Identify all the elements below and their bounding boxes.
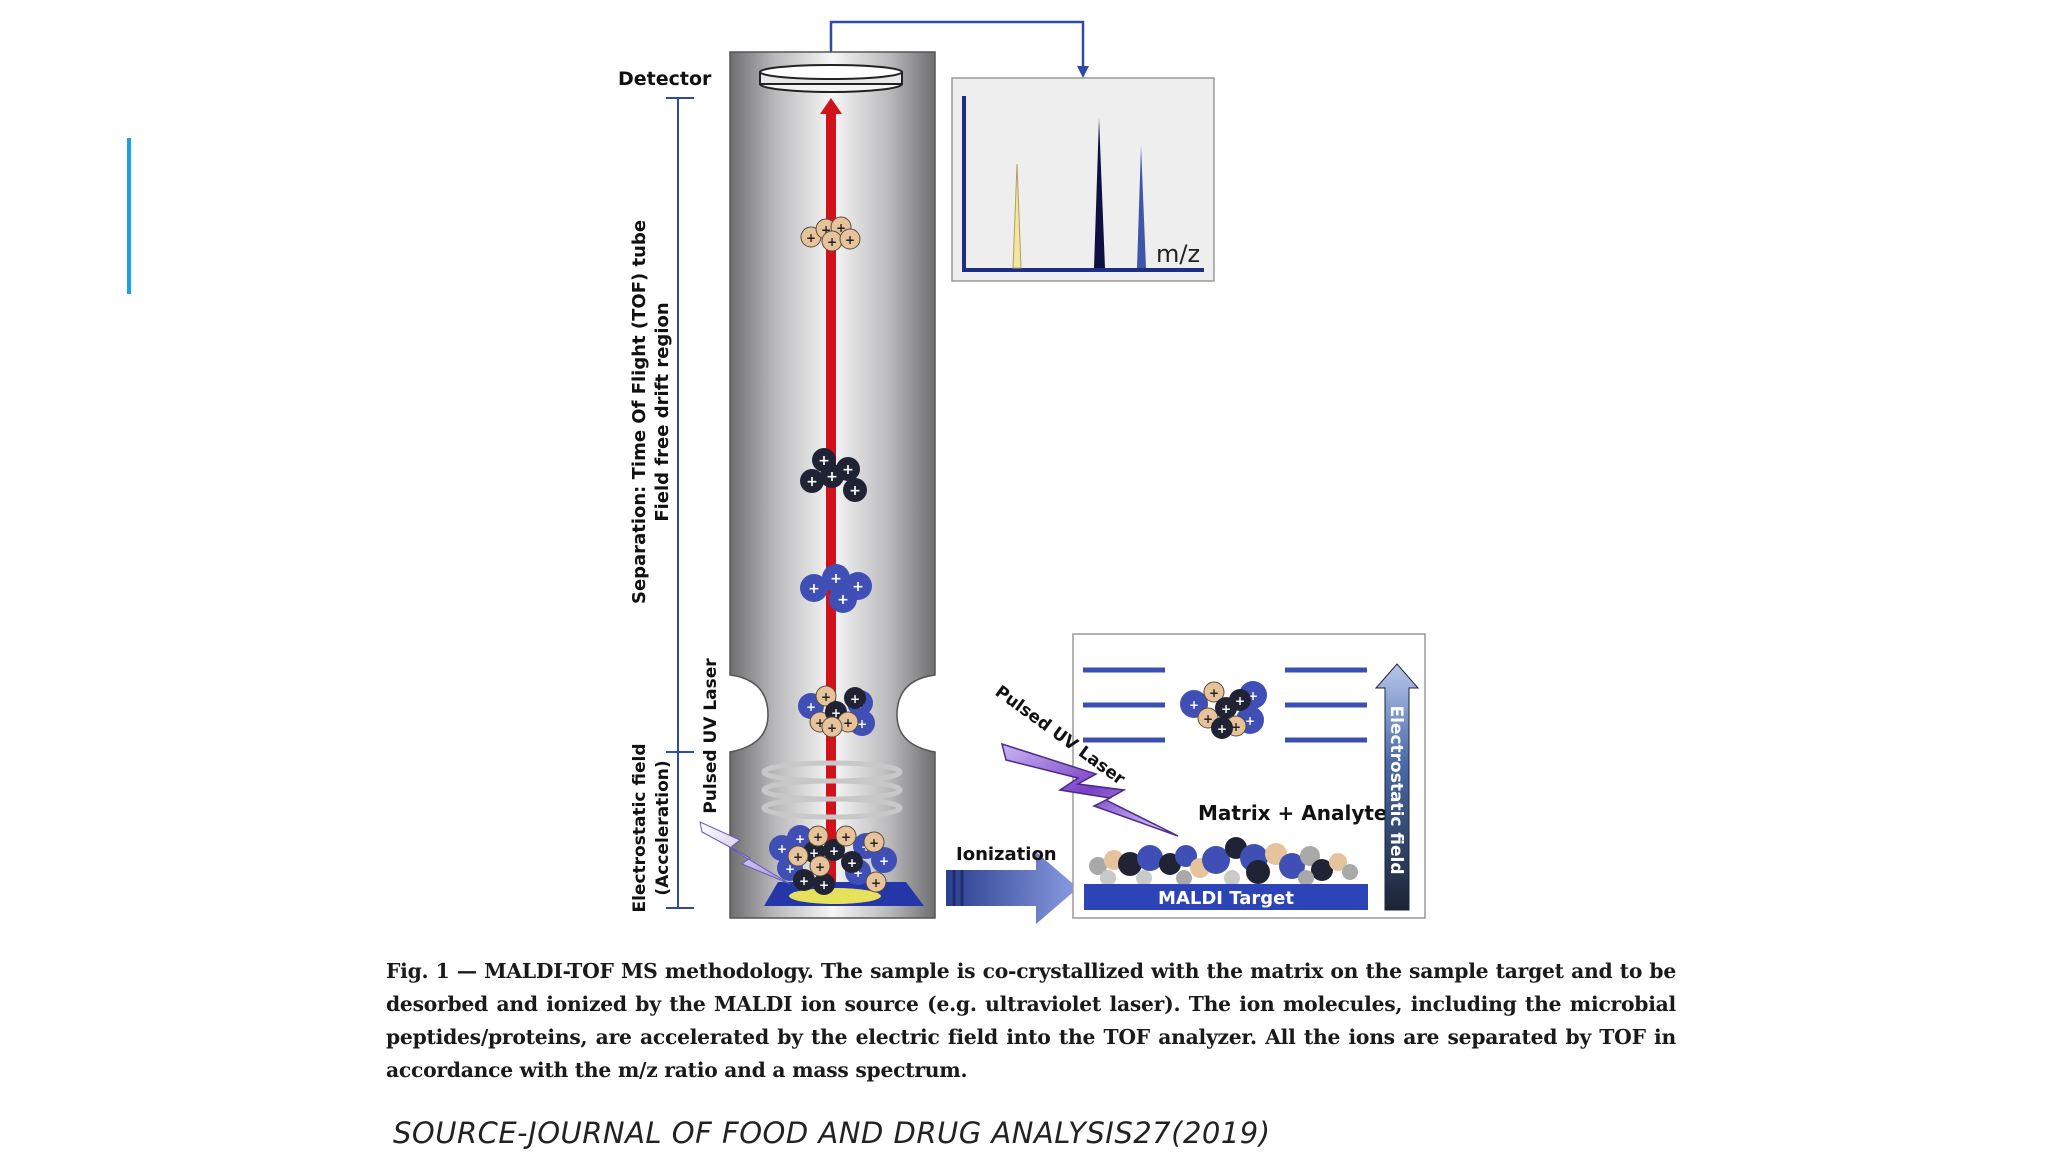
acceleration-label: (Acceleration) — [653, 760, 673, 895]
svg-text:+: + — [821, 690, 831, 704]
svg-text:+: + — [1209, 686, 1219, 700]
electrostatic-field-label: Electrostatic field — [630, 743, 650, 912]
svg-text:+: + — [785, 862, 795, 876]
svg-text:+: + — [1231, 720, 1241, 734]
svg-text:+: + — [837, 592, 849, 608]
svg-text:+: + — [809, 846, 819, 860]
ion-cluster-blue: + + + + — [800, 564, 872, 613]
svg-text:+: + — [1221, 702, 1231, 716]
svg-text:+: + — [1245, 714, 1255, 728]
region-brackets — [666, 97, 694, 909]
svg-text:+: + — [806, 231, 816, 245]
svg-text:+: + — [845, 233, 855, 247]
svg-text:+: + — [815, 860, 825, 874]
spectrum-axis-label: m/z — [1156, 240, 1200, 268]
maldi-target-label: MALDI Target — [1158, 888, 1294, 909]
detector-connector — [829, 20, 1085, 70]
matrix-particles — [1089, 837, 1358, 886]
svg-text:+: + — [1203, 712, 1213, 726]
spectrum-peak-3 — [1137, 146, 1146, 268]
spectrum-peak-2 — [1094, 118, 1105, 268]
figure-caption: Fig. 1 — MALDI-TOF MS methodology. The s… — [386, 955, 1676, 1087]
svg-text:+: + — [819, 878, 829, 892]
detector-plate — [759, 64, 903, 93]
svg-text:+: + — [806, 474, 818, 490]
svg-text:+: + — [852, 579, 864, 595]
sample-plate — [764, 882, 924, 906]
svg-text:+: + — [847, 856, 857, 870]
inset-ion-cluster: + + + + + + + + + — [1180, 681, 1267, 739]
source-citation: SOURCE-JOURNAL OF FOOD AND DRUG ANALYSIS… — [393, 1116, 1271, 1150]
svg-text:+: + — [827, 721, 837, 735]
svg-text:+: + — [795, 832, 805, 846]
svg-text:+: + — [879, 854, 889, 868]
flight-path-arrow — [820, 98, 842, 882]
matrix-analytes-label: Matrix + Analytes — [1198, 801, 1399, 825]
ionization-arrow — [946, 852, 1078, 924]
svg-text:+: + — [829, 844, 839, 858]
ion-cluster-dark: + + + + + — [800, 448, 867, 502]
svg-text:+: + — [818, 453, 830, 469]
pulsed-uv-laser-label: Pulsed UV Laser — [701, 658, 721, 814]
svg-text:+: + — [777, 842, 787, 856]
svg-text:+: + — [826, 469, 838, 485]
ion-cluster-mixed: + + + + + + + + + — [798, 685, 875, 738]
detector-label: Detector — [618, 68, 712, 90]
svg-text:+: + — [830, 571, 842, 587]
svg-text:+: + — [871, 876, 881, 890]
inset-laser-bolt-icon — [1000, 742, 1179, 837]
drift-region-label: Field free drift region — [652, 302, 673, 521]
mass-spectrum-inset: m/z — [951, 77, 1215, 282]
svg-text:+: + — [843, 716, 853, 730]
ion-cluster-source: + + + + + + + + + + + + + + + + + — [769, 825, 897, 895]
svg-text:+: + — [857, 717, 867, 731]
svg-text:+: + — [841, 830, 851, 844]
caption-dash: — — [449, 959, 485, 983]
svg-text:+: + — [869, 836, 879, 850]
svg-text:+: + — [821, 223, 831, 237]
connector-arrowhead — [1077, 66, 1089, 78]
ion-cluster-tan: + + + + + — [800, 216, 861, 252]
svg-text:+: + — [850, 692, 860, 706]
svg-text:+: + — [1217, 722, 1227, 736]
svg-text:+: + — [831, 706, 841, 720]
caption-text: MALDI-TOF MS methodology. The sample is … — [386, 959, 1676, 1082]
svg-text:+: + — [836, 221, 846, 235]
tof-tube-label: Separation: Time Of Flight (TOF) tube — [629, 220, 650, 604]
svg-text:+: + — [815, 716, 825, 730]
svg-text:+: + — [842, 462, 854, 478]
svg-text:+: + — [806, 700, 816, 714]
figure-label: Fig. 1 — [386, 959, 450, 983]
inset-electrostatic-field-label: Electrostatic field — [1386, 705, 1406, 874]
ionization-inset: + + + + + + + + + Pulsed UV Laser Matrix… — [991, 633, 1426, 919]
spectrum-peak-1 — [1012, 163, 1022, 269]
svg-text:+: + — [1235, 694, 1245, 708]
accent-bar — [127, 138, 131, 294]
tube-laser-bolt-icon — [699, 821, 791, 885]
svg-text:+: + — [793, 850, 803, 864]
svg-text:+: + — [799, 874, 809, 888]
svg-text:+: + — [813, 830, 823, 844]
svg-text:+: + — [827, 235, 837, 249]
svg-text:+: + — [853, 866, 863, 880]
acceleration-grids — [761, 760, 903, 820]
maldi-target-plate — [1084, 884, 1368, 910]
ionization-label: Ionization — [956, 844, 1057, 865]
electrostatic-field-arrow — [1374, 663, 1420, 911]
svg-text:+: + — [808, 581, 820, 597]
svg-text:+: + — [1189, 698, 1199, 712]
svg-text:+: + — [1248, 689, 1258, 703]
svg-text:+: + — [849, 483, 861, 499]
